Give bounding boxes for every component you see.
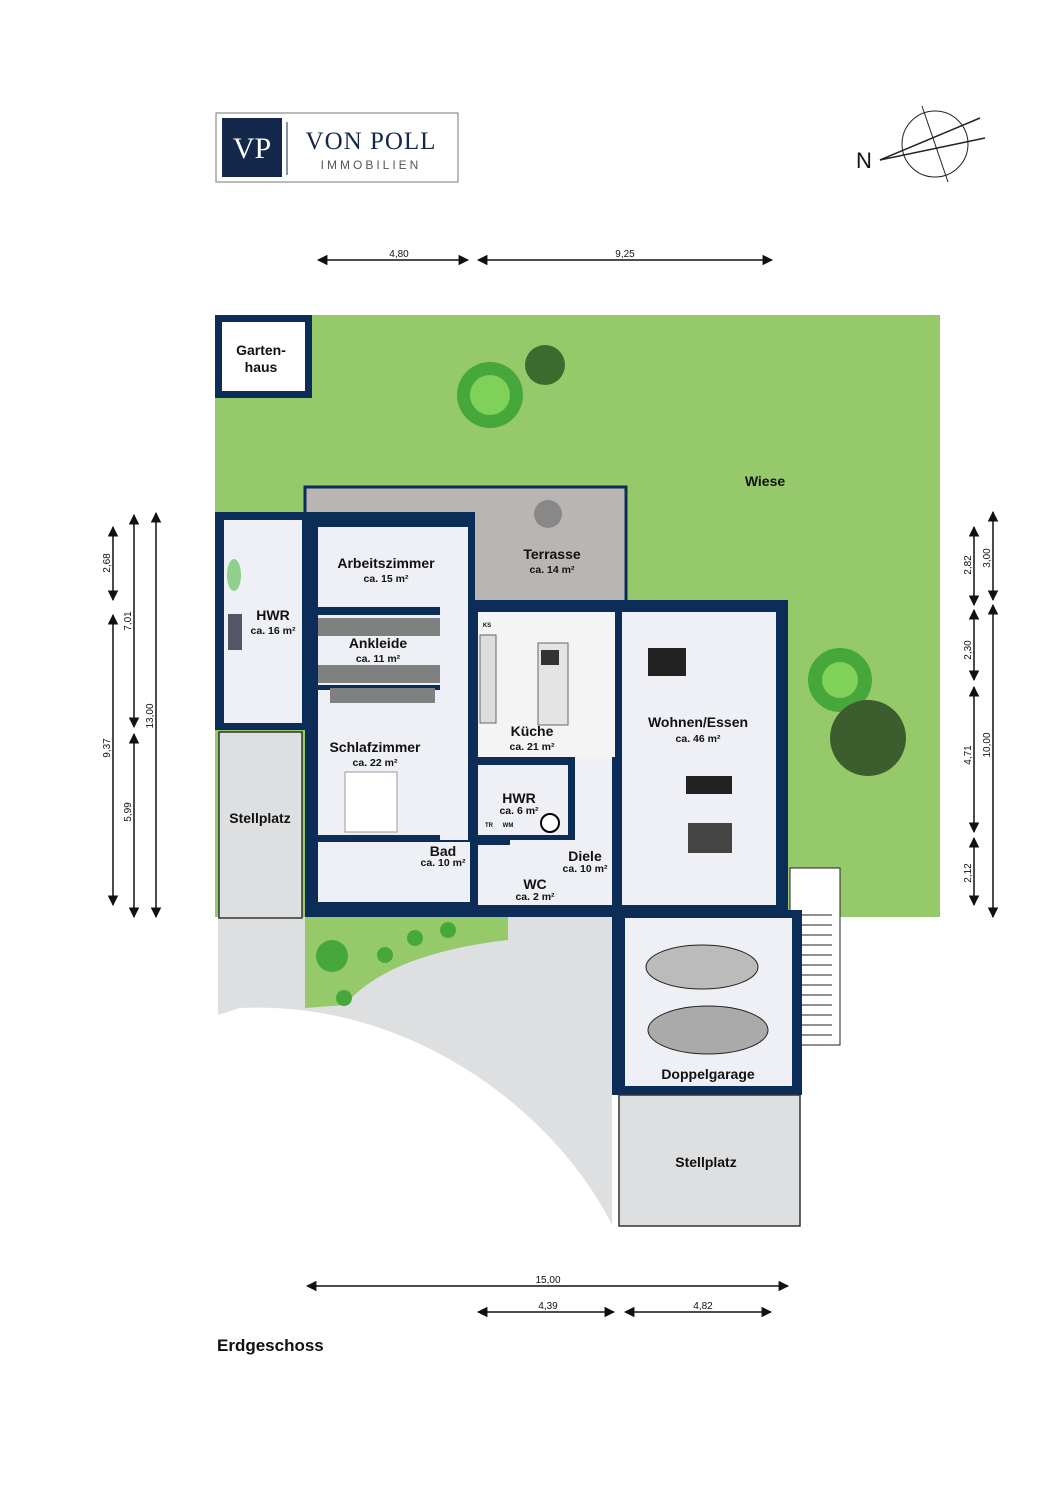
tree-icon [316, 345, 906, 1006]
room-hwr-small-name: HWR [502, 790, 535, 806]
room-wc-name: WC [523, 876, 546, 892]
dim-label: 4,82 [693, 1301, 713, 1312]
floor-title: Erdgeschoss [217, 1336, 324, 1355]
room-arbeitszimmer-area: ca. 15 m² [364, 573, 409, 585]
von-poll-logo: VP VON POLL IMMOBILIEN [215, 112, 459, 183]
logo-sub: IMMOBILIEN [321, 158, 422, 172]
room-name: haus [245, 359, 278, 375]
dim-label: 9,25 [615, 249, 635, 260]
dim-label: 7,01 [123, 611, 134, 631]
dim-label: 2,68 [102, 553, 113, 573]
room-name: HWR [256, 607, 289, 623]
room-kueche-name: Küche [511, 723, 554, 739]
compass-north-label: N [856, 148, 872, 173]
room-doppelgarage: Doppelgarage [612, 910, 802, 1095]
dimension-left: 2,68 9,37 7,01 5,99 13,00 [102, 511, 162, 919]
room-diele-name: Diele [568, 848, 602, 864]
lawn-front [305, 917, 508, 1008]
room-hwr-large: HWR ca. 16 m² [224, 520, 302, 723]
dimension-top: 4,80 9,25 [316, 249, 774, 266]
room-bad-area: ca. 10 m² [421, 857, 466, 869]
logo-monogram: VP [233, 132, 271, 165]
dimension-bottom: 15,00 4,39 4,82 [305, 1275, 790, 1318]
room-area: ca. 14 m² [530, 564, 575, 576]
room-gartenhaus: Garten- haus [215, 315, 312, 398]
dim-label: 9,37 [102, 738, 113, 758]
room-hwr-small-area: ca. 6 m² [499, 805, 539, 817]
dim-label: 13,00 [145, 703, 156, 728]
room-wohnen-name: Wohnen/Essen [648, 714, 748, 730]
room-stellplatz-left: Stellplatz [218, 731, 303, 919]
room-wohnen-area: ca. 46 m² [676, 733, 721, 745]
dim-label: 4,71 [963, 745, 974, 765]
dim-label: 3,00 [982, 548, 993, 568]
room-name: Stellplatz [675, 1154, 736, 1170]
room-schlafzimmer-area: ca. 22 m² [353, 757, 398, 769]
washer-label: WM [503, 823, 514, 829]
room-name: Doppelgarage [661, 1066, 755, 1082]
dimension-right: 2,82 2,30 4,71 2,12 3,00 10,00 [963, 510, 999, 919]
room-bad-name: Bad [430, 843, 456, 859]
dim-label: 15,00 [535, 1275, 560, 1286]
fridge-label: KS [483, 623, 491, 629]
dim-label: 2,12 [963, 863, 974, 883]
room-name: Garten- [236, 342, 286, 358]
room-arbeitszimmer-name: Arbeitszimmer [337, 555, 435, 571]
room-ankleide-name: Ankleide [349, 635, 408, 651]
dim-label: 2,82 [963, 555, 974, 575]
dim-label: 4,80 [389, 249, 409, 260]
logo-name: VON POLL [306, 128, 437, 155]
compass-icon: N [856, 105, 986, 183]
room-stellplatz-bottom: Stellplatz [618, 1094, 801, 1227]
lawn-label: Wiese [745, 473, 786, 489]
room-schlafzimmer-name: Schlafzimmer [329, 739, 421, 755]
dim-label: 5,99 [123, 802, 134, 822]
room-name: Stellplatz [229, 810, 290, 826]
driveway [218, 917, 612, 1225]
room-kueche-area: ca. 21 m² [510, 741, 555, 753]
dim-label: 4,39 [538, 1301, 558, 1312]
room-diele-area: ca. 10 m² [563, 863, 608, 875]
dryer-label: TR [485, 823, 494, 829]
dim-label: 10,00 [982, 732, 993, 757]
room-wc-area: ca. 2 m² [515, 891, 555, 903]
dim-label: 2,30 [963, 640, 974, 660]
room-name: Terrasse [523, 546, 581, 562]
room-ankleide-area: ca. 11 m² [356, 653, 401, 665]
room-area: ca. 16 m² [251, 625, 296, 637]
